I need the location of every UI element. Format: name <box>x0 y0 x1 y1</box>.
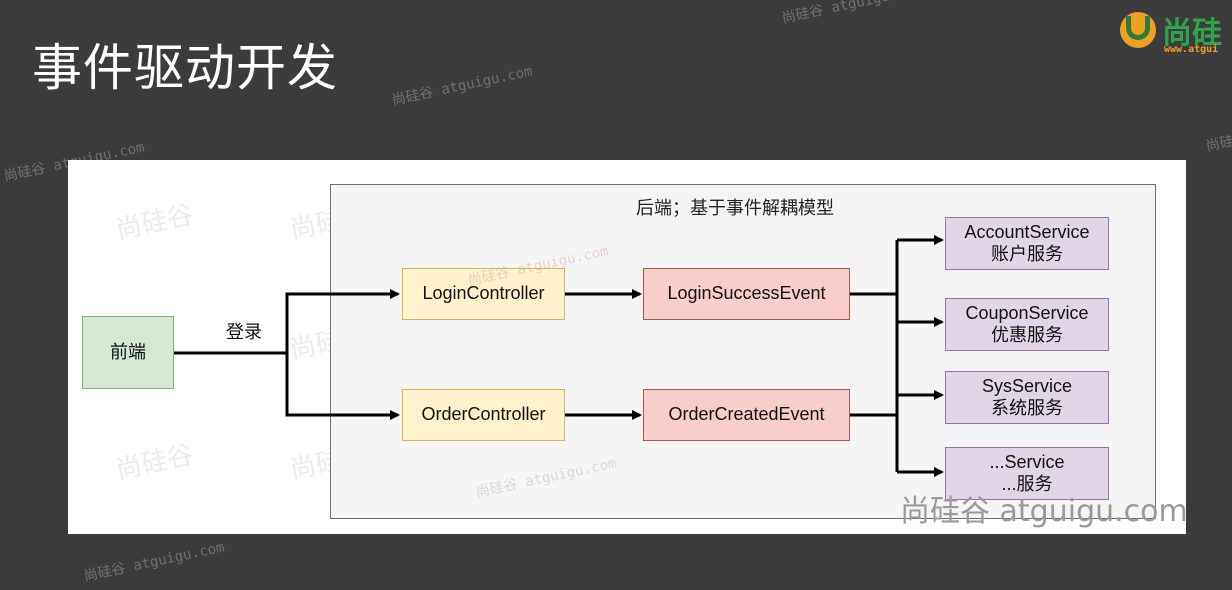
service-desc: 优惠服务 <box>991 324 1063 345</box>
logo-text: 尚硅 <box>1162 16 1222 51</box>
connector-arrows <box>174 235 944 477</box>
order-controller-node: OrderController <box>402 389 565 441</box>
slide-title: 事件驱动开发 <box>32 39 338 97</box>
frontend-node: 前端 <box>82 316 174 389</box>
watermark: 尚硅谷 atguigu.com <box>780 0 924 27</box>
order-created-event-node: OrderCreatedEvent <box>643 389 850 441</box>
service-name: ...Service <box>989 451 1065 472</box>
coupon-service-node: CouponService 优惠服务 <box>945 298 1109 351</box>
brand-logo: 尚硅 www.atgui <box>1118 8 1232 56</box>
diagram-canvas: 尚硅谷 尚硅谷 尚硅谷 尚硅谷 尚硅谷 尚硅谷 尚硅谷 尚硅谷 后端；基于事件解… <box>68 160 1188 534</box>
service-name: CouponService <box>965 302 1089 323</box>
logo-icon <box>1120 12 1156 48</box>
login-edge-label: 登录 <box>226 322 262 343</box>
logo-url: www.atgui <box>1164 44 1219 55</box>
footer-watermark: 尚硅谷 atguigu.com <box>900 494 1188 529</box>
account-service-node: AccountService 账户服务 <box>945 217 1109 270</box>
service-desc: 系统服务 <box>991 397 1063 418</box>
other-service-node: ...Service ...服务 <box>945 447 1109 500</box>
login-success-event-node: LoginSuccessEvent <box>643 268 850 320</box>
service-name: AccountService <box>964 221 1090 242</box>
watermark: 尚硅谷 atguigu.com <box>82 539 226 585</box>
service-name: SysService <box>981 375 1073 396</box>
backend-label: 后端；基于事件解耦模型 <box>636 198 834 219</box>
login-controller-node: LoginController <box>402 268 565 320</box>
service-desc: 账户服务 <box>991 243 1063 264</box>
watermark: 尚硅谷 atguigu.com <box>390 63 534 109</box>
sys-service-node: SysService 系统服务 <box>945 371 1109 424</box>
service-desc: ...服务 <box>1001 473 1053 494</box>
watermark: 尚硅 <box>1204 133 1232 155</box>
